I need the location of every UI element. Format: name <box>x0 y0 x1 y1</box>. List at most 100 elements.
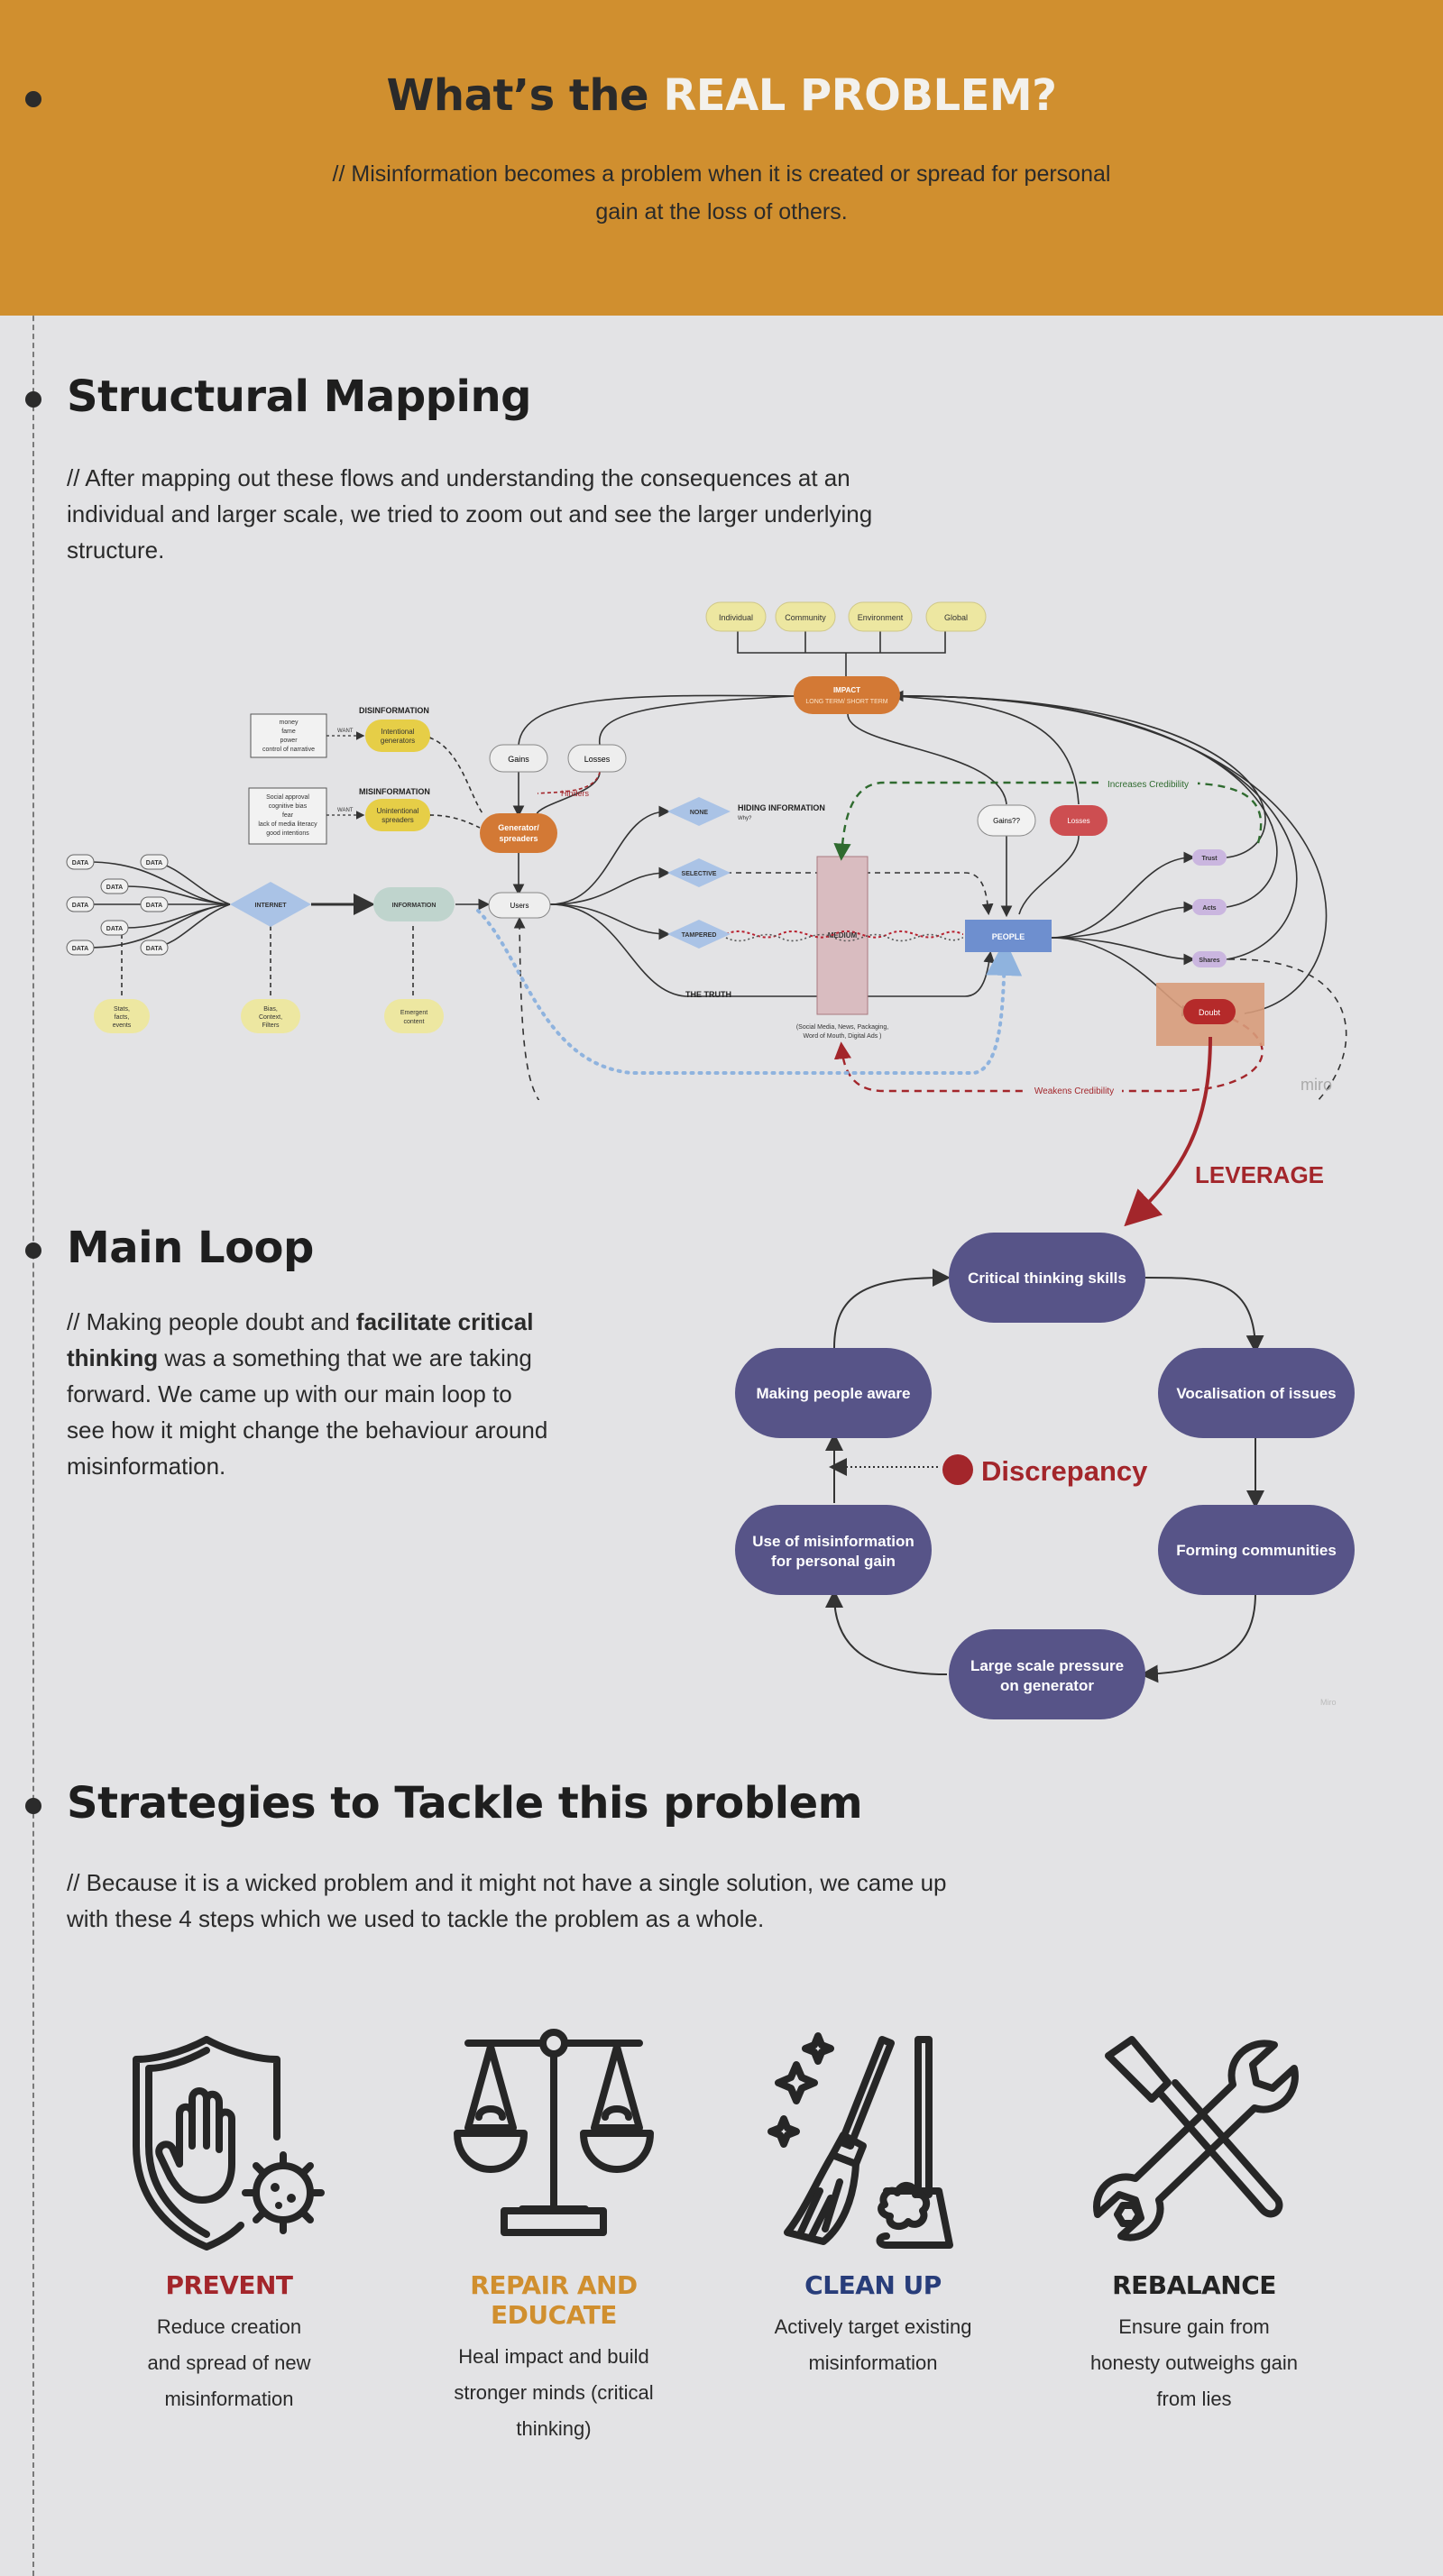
main-loop-text: was a something that we are taking forwa… <box>67 1344 548 1480</box>
people-node: PEOPLE <box>992 932 1025 941</box>
gains-question-node: Gains?? <box>993 817 1020 825</box>
strategy-desc-repair: Heal impact and build stronger minds (cr… <box>454 2345 654 2440</box>
generator-node: spreaders <box>499 834 538 843</box>
internet-node: INTERNET <box>255 903 288 909</box>
generator-node: Generator/ <box>498 823 539 832</box>
strategies-paragraph: // Because it is a wicked problem and it… <box>67 1869 947 1932</box>
social-box-line: good intentions <box>266 830 309 837</box>
medium-note: (Social Media, News, Packaging, <box>796 1024 888 1031</box>
scope-global: Global <box>944 613 968 622</box>
strategy-title-repair: REPAIR AND EDUCATE <box>470 2270 638 2330</box>
main-loop-diagram: Critical thinking skills Vocalisation of… <box>735 1233 1355 1719</box>
emergent-node: content <box>404 1019 425 1025</box>
money-box-line: fame <box>281 729 296 735</box>
hero-subtitle: // Misinformation becomes a problem when… <box>332 161 1111 225</box>
data-node: DATA <box>106 885 123 891</box>
timeline-dot <box>25 91 41 107</box>
social-box-line: cognitive bias <box>269 803 308 810</box>
data-node: DATA <box>106 926 123 932</box>
strategy-desc-cleanup: Actively target existing misinformation <box>774 2315 972 2374</box>
structural-heading: Structural Mapping <box>67 371 532 422</box>
strategy-card-cleanup: CLEAN UP Actively target existing misinf… <box>738 2029 1008 2381</box>
medium-note: Word of Mouth, Digital Ads ) <box>803 1033 881 1040</box>
node-use-of-misinformation: for personal gain <box>771 1553 896 1570</box>
social-box-line: fear <box>282 812 294 819</box>
shield-hand-virus-icon <box>133 2036 325 2251</box>
main-loop-bold-text: facilitate critical thinking <box>67 1308 534 1371</box>
timeline-dot <box>25 1798 41 1814</box>
strategy-title-prevent: PREVENT <box>165 2270 293 2300</box>
hinders-label: Hinders <box>561 789 590 798</box>
social-box-line: Social approval <box>266 794 309 801</box>
node-large-scale-pressure: Large scale pressure <box>970 1657 1124 1674</box>
money-box-line: money <box>279 720 299 726</box>
data-node: DATA <box>146 860 162 866</box>
misinformation-label: MISINFORMATION <box>359 787 430 796</box>
selective-node: SELECTIVE <box>682 871 717 877</box>
trust-node: Trust <box>1201 856 1218 862</box>
bias-node: Filters <box>262 1022 280 1029</box>
hiding-why-label: Why? <box>738 816 752 821</box>
impact-sublabel: LONG TERM/ SHORT TERM <box>805 699 887 705</box>
data-node: DATA <box>146 946 162 952</box>
hiding-information-label: HIDING INFORMATION <box>738 803 825 812</box>
none-node: NONE <box>690 810 709 816</box>
money-box-line: control of narrative <box>262 747 315 753</box>
discrepancy-label: Discrepancy <box>981 1455 1148 1487</box>
bias-node: Context, <box>259 1014 282 1021</box>
emergent-node: Emergent <box>400 1010 427 1016</box>
broom-icon <box>767 2032 953 2249</box>
strategy-title-cleanup: CLEAN UP <box>804 2270 942 2300</box>
truth-label: THE TRUTH <box>685 990 731 999</box>
strategy-desc-prevent: Reduce creation and spread of new misinf… <box>147 2315 311 2410</box>
facts-node: facts, <box>115 1014 130 1021</box>
timeline-dot <box>25 391 41 408</box>
wrench-screwdriver-icon <box>1093 2036 1299 2241</box>
miro-watermark: Miro <box>1320 1698 1337 1707</box>
users-node: Users <box>510 902 529 910</box>
miro-watermark: miro <box>1301 1076 1332 1094</box>
strategy-cards: PREVENT Reduce creation and spread of ne… <box>0 2029 1443 2443</box>
timeline-dashed-line <box>32 0 34 2576</box>
scales-icon <box>454 2029 654 2236</box>
scope-individual: Individual <box>719 613 753 622</box>
strategies-heading: Strategies to Tackle this problem <box>67 1778 863 1829</box>
data-node: DATA <box>72 860 88 866</box>
timeline-dot <box>25 1242 41 1259</box>
node-large-scale-pressure: on generator <box>1000 1677 1094 1694</box>
leverage-label: LEVERAGE <box>1195 1161 1324 1188</box>
strategy-card-rebalance: REBALANCE Ensure gain from honesty outwe… <box>1059 2029 1329 2417</box>
data-node: DATA <box>72 946 88 952</box>
node-use-of-misinformation: Use of misinformation <box>752 1533 914 1550</box>
unintentional-node: spreaders <box>381 816 414 824</box>
node-making-people-aware: Making people aware <box>757 1385 911 1402</box>
hero-title-part1: What’s the <box>386 70 664 121</box>
main-loop-text: // Making people doubt and <box>67 1308 356 1335</box>
losses-people-node: Losses <box>1067 817 1089 825</box>
impact-label: IMPACT <box>833 686 860 694</box>
doubt-node: Doubt <box>1199 1008 1221 1017</box>
bias-node: Bias, <box>263 1006 278 1013</box>
main-loop-heading: Main Loop <box>67 1223 314 1273</box>
hero-title-part2: REAL PROBLEM? <box>663 70 1057 121</box>
data-node: DATA <box>72 903 88 909</box>
intentional-node: Intentional <box>381 728 415 736</box>
facts-node: events <box>113 1022 132 1029</box>
facts-node: Stats, <box>114 1006 130 1013</box>
shares-node: Shares <box>1199 958 1219 964</box>
losses-node: Losses <box>584 755 611 764</box>
tampered-node: TAMPERED <box>682 932 717 939</box>
information-node: INFORMATION <box>392 903 437 909</box>
strategy-card-repair: REPAIR AND EDUCATE Heal impact and build… <box>418 2029 689 2447</box>
unintentional-node: Unintentional <box>377 807 419 815</box>
want-label: WANT <box>337 729 354 734</box>
strategy-desc-rebalance: Ensure gain from honesty outweighs gain … <box>1090 2315 1298 2410</box>
hero-title: What’s the REAL PROBLEM? <box>0 70 1443 121</box>
node-critical-thinking: Critical thinking skills <box>968 1270 1126 1287</box>
acts-node: Acts <box>1202 905 1216 912</box>
strategy-title-rebalance: REBALANCE <box>1112 2270 1276 2300</box>
weakens-credibility-label: Weakens Credibility <box>1034 1086 1114 1096</box>
gains-node: Gains <box>508 755 529 764</box>
want-label: WANT <box>337 808 354 813</box>
intentional-node: generators <box>381 737 415 745</box>
